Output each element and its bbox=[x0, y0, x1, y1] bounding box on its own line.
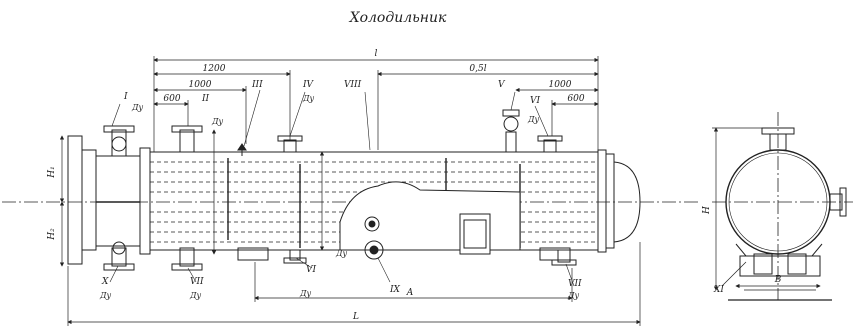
dim-1000-left: 1000 bbox=[189, 80, 212, 90]
nozzle-III-label: III bbox=[251, 80, 263, 90]
dim-H2: H₂ bbox=[47, 228, 57, 241]
distribution-chamber bbox=[95, 155, 141, 247]
nozzle-X-label: X bbox=[101, 277, 109, 287]
nozzle-VIII-label: VIII bbox=[344, 80, 362, 90]
nozzle-VI-top-du: Ду bbox=[527, 115, 540, 124]
inner-nozzle-top-core bbox=[368, 220, 376, 228]
left-end-cover bbox=[67, 135, 83, 265]
nozzle-VI-top-label: VI bbox=[530, 96, 540, 106]
drawing-title: Холодильник bbox=[349, 10, 447, 26]
support-left bbox=[237, 247, 269, 261]
nozzle-VI-bottom-du: Ду bbox=[299, 289, 312, 298]
nozzle-XI-label: XI bbox=[713, 285, 724, 295]
nozzle-VII-left-label: VII bbox=[190, 277, 204, 287]
dim-600-left: 600 bbox=[163, 94, 180, 104]
nozzle-IX-label: IX bbox=[389, 285, 401, 295]
dim-H1: H₁ bbox=[47, 166, 57, 178]
left-tubesheet bbox=[139, 147, 151, 255]
right-flange bbox=[605, 153, 615, 249]
inner-block bbox=[459, 213, 491, 255]
dim-H: H bbox=[702, 206, 712, 215]
dim-A: A bbox=[406, 288, 414, 298]
nozzle-I-du: Ду bbox=[131, 103, 144, 112]
nozzle-VI-bottom-label: VI bbox=[306, 265, 316, 275]
dimension-lines bbox=[59, 56, 641, 326]
floating-head-cover bbox=[613, 161, 641, 243]
dim-600-right: 600 bbox=[567, 94, 584, 104]
nozzles-bottom bbox=[103, 240, 577, 271]
inner-nozzle-top bbox=[364, 216, 380, 232]
nozzle-I-label: I bbox=[123, 92, 128, 102]
dim-1000-right: 1000 bbox=[549, 80, 572, 90]
nozzle-X-du: Ду bbox=[99, 291, 112, 300]
nozzle-IV-label: IV bbox=[302, 80, 315, 90]
nozzle-II-label: II bbox=[201, 94, 210, 104]
nozzle-IV-du: Ду bbox=[302, 94, 315, 103]
side-view bbox=[2, 56, 700, 326]
left-flange bbox=[81, 149, 97, 251]
nozzles-top bbox=[103, 109, 563, 157]
end-view bbox=[712, 112, 853, 301]
leader-lines bbox=[109, 89, 575, 287]
dim-B: B bbox=[774, 275, 782, 285]
right-tubesheet bbox=[597, 149, 607, 253]
labels: l 1200 1000 600 0,5l 1000 600 A L H₁ H₂ … bbox=[47, 49, 782, 322]
nozzle-IX-du: Ду bbox=[335, 249, 348, 258]
dim-1200: 1200 bbox=[203, 64, 226, 74]
dim-L: L bbox=[352, 312, 359, 322]
cutaway-window bbox=[339, 181, 521, 251]
nozzle-V-label: V bbox=[498, 80, 506, 90]
inner-block-detail bbox=[463, 219, 487, 249]
dim-05l: 0,5l bbox=[469, 64, 486, 74]
nozzle-VII-right-label: VII bbox=[568, 279, 582, 289]
nozzle-VII-left-du: Ду bbox=[189, 291, 202, 300]
nozzle-VII-right-du: Ду bbox=[567, 291, 580, 300]
nozzle-II-du: Ду bbox=[211, 117, 224, 126]
dim-l: l bbox=[375, 49, 378, 59]
